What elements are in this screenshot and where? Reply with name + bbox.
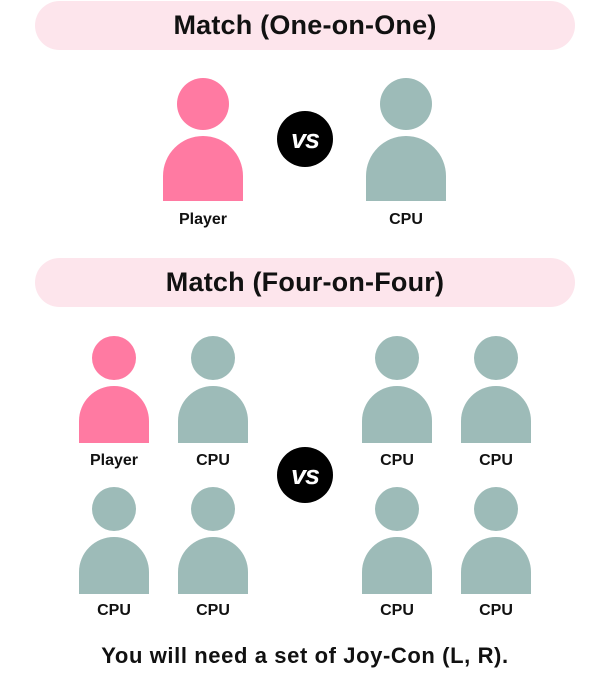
left-team-label-3: CPU [97, 602, 131, 619]
one-on-one-left-label: Player [178, 211, 228, 228]
left-team-label-1: Player [89, 452, 139, 469]
vs-text: vs [290, 459, 320, 490]
right-team-label-4: CPU [479, 602, 513, 619]
left-team-label-4: CPU [196, 602, 230, 619]
right-team-label-1: CPU [380, 452, 414, 469]
cpu-figure-icon [461, 487, 531, 594]
one-on-one-banner: Match (One-on-One) [35, 1, 575, 50]
left-team-label-2: CPU [196, 452, 230, 469]
player-figure-icon [163, 78, 243, 201]
vs-badge-one-on-one: vs [277, 111, 333, 167]
vs-badge-four-on-four: vs [277, 447, 333, 503]
four-on-four-title: Match (Four-on-Four) [165, 267, 445, 297]
cpu-figure-icon [461, 336, 531, 443]
cpu-figure-icon [366, 78, 446, 201]
one-on-one-right-label: CPU [389, 211, 423, 228]
right-team-label-3: CPU [380, 602, 414, 619]
joy-con-requirement-note: You will need a set of Joy-Con (L, R). [101, 643, 509, 668]
cpu-figure-icon [178, 487, 248, 594]
one-on-one-title: Match (One-on-One) [173, 10, 437, 40]
four-on-four-banner: Match (Four-on-Four) [35, 258, 575, 307]
cpu-figure-icon [362, 487, 432, 594]
player-figure-icon [79, 336, 149, 443]
vs-text: vs [290, 123, 320, 154]
cpu-figure-icon [178, 336, 248, 443]
cpu-figure-icon [362, 336, 432, 443]
right-team-label-2: CPU [479, 452, 513, 469]
cpu-figure-icon [79, 487, 149, 594]
